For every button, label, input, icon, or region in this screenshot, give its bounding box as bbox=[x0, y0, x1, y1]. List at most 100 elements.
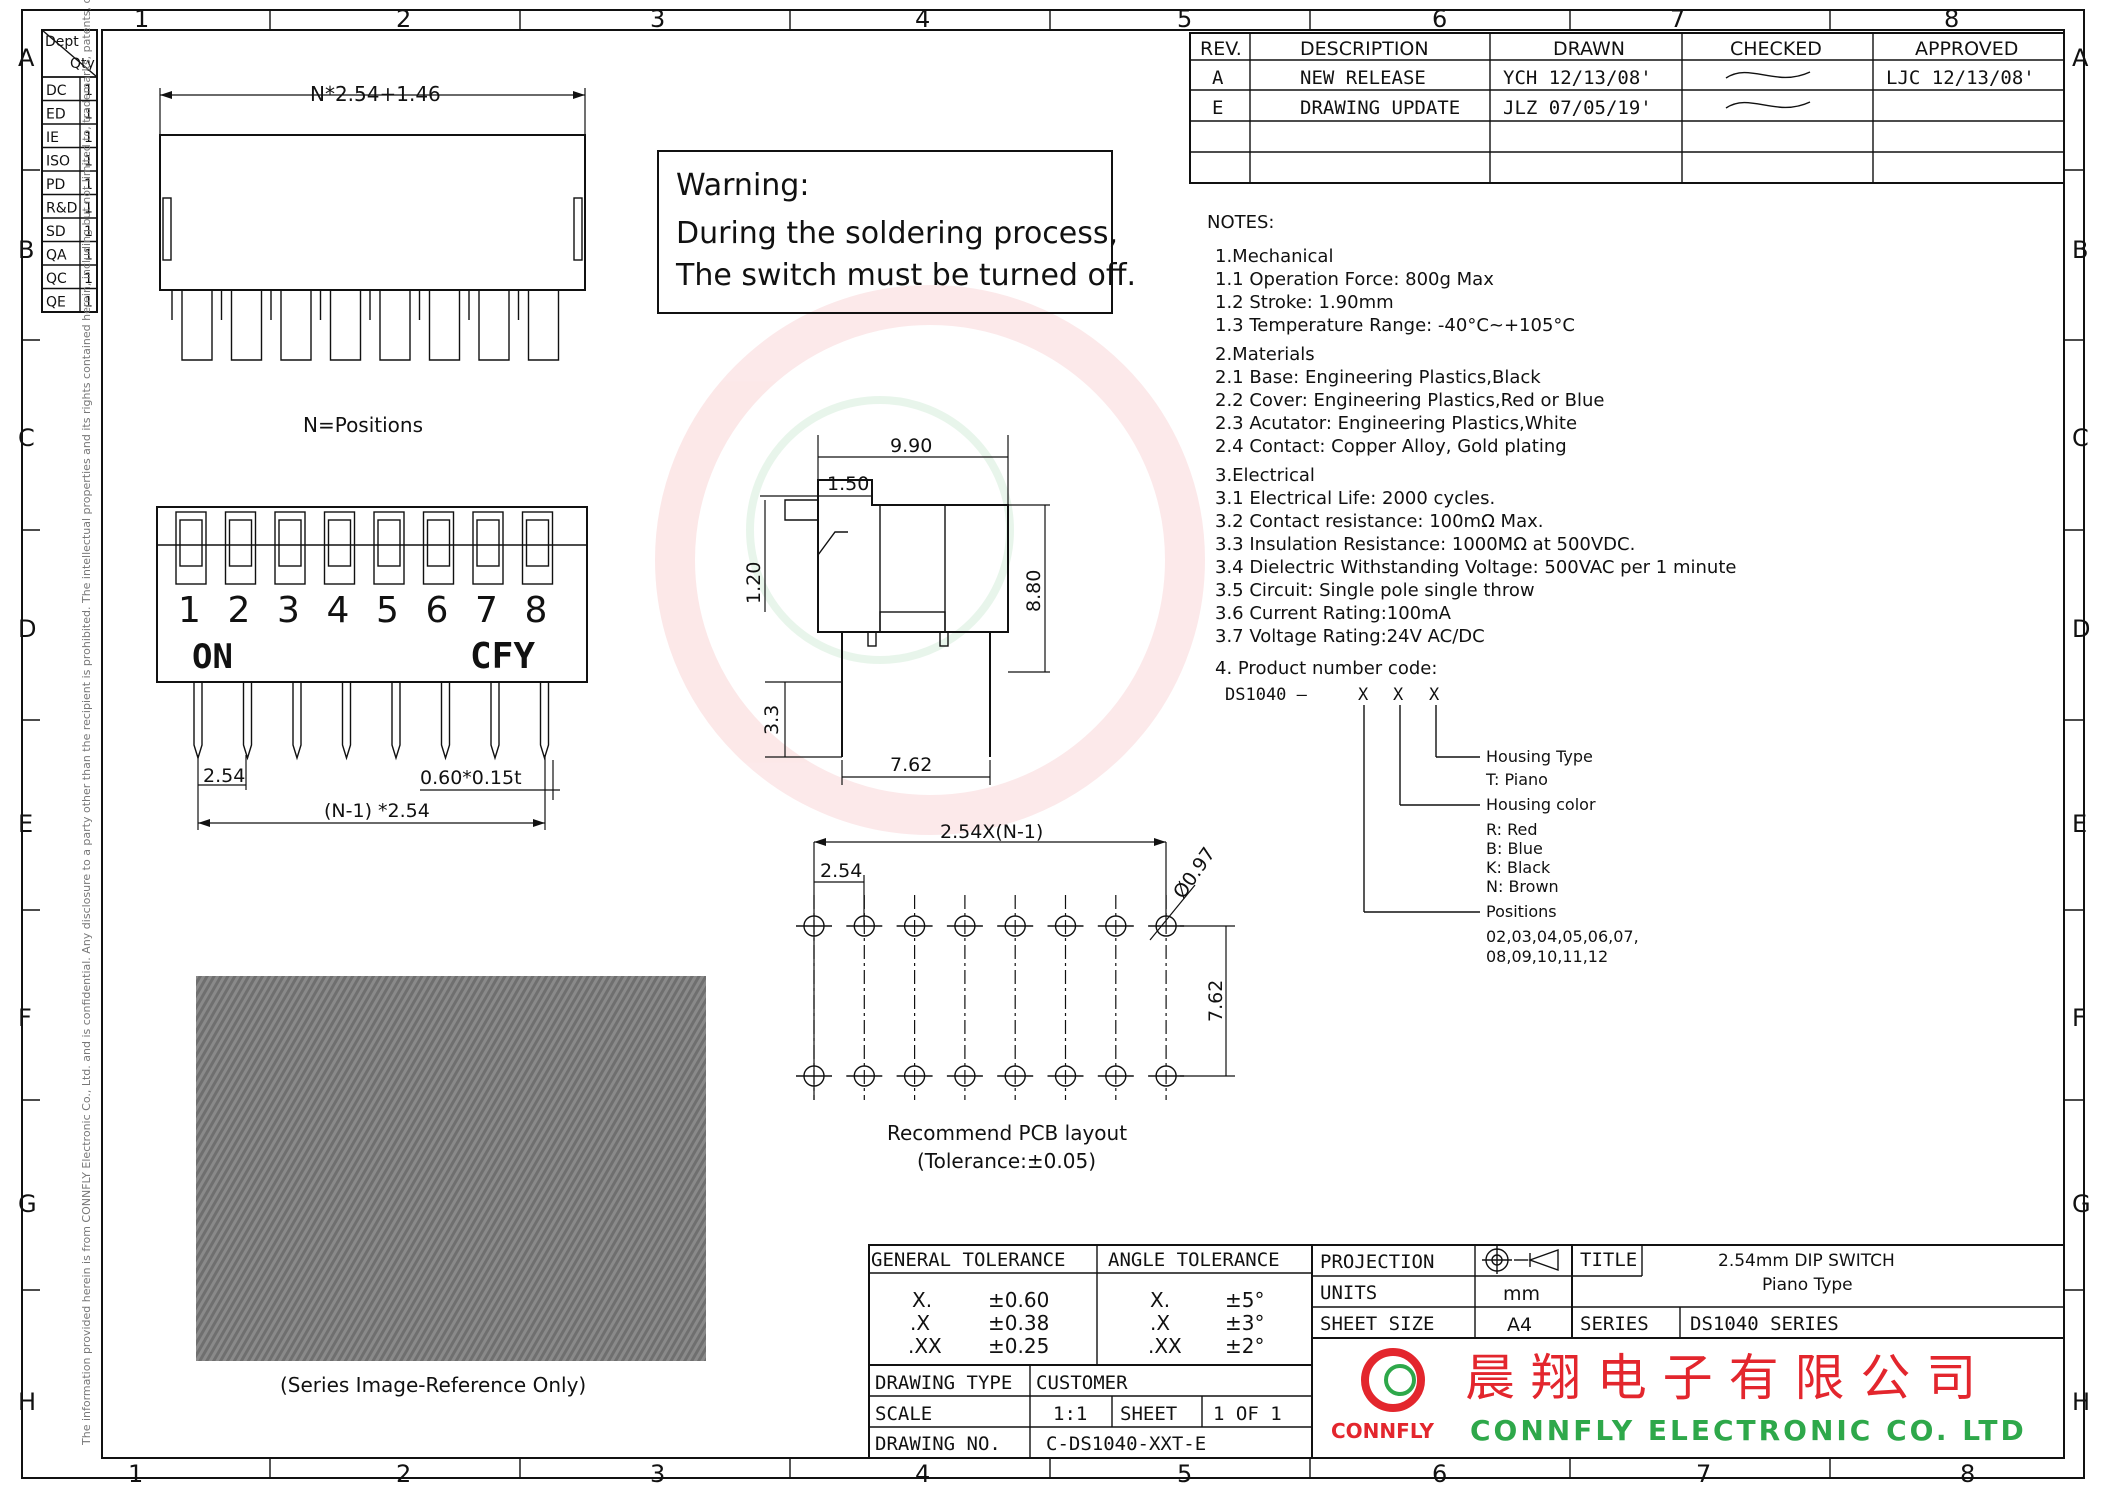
sheet-size-value: A4 bbox=[1507, 1314, 1532, 1336]
product-code-x: X bbox=[1358, 685, 1369, 705]
scale-value: 1:1 bbox=[1053, 1403, 1087, 1425]
row-label: C bbox=[2072, 424, 2089, 452]
positions-label: Positions bbox=[1486, 902, 1557, 921]
positions-values: 02,03,04,05,06,07, bbox=[1486, 927, 1639, 946]
notes-item: 3.3 Insulation Resistance: 1000MΩ at 500… bbox=[1215, 534, 1635, 555]
row-label: D bbox=[2072, 615, 2090, 643]
dept-cell: DC bbox=[46, 83, 67, 99]
color-option: K: Black bbox=[1486, 858, 1551, 877]
position-number: 8 bbox=[525, 590, 548, 631]
color-option: N: Brown bbox=[1486, 877, 1559, 896]
actuator-key bbox=[422, 511, 455, 585]
warning-line-2: The switch must be turned off. bbox=[675, 258, 1136, 293]
col-label: 6 bbox=[1432, 5, 1447, 33]
outer-border bbox=[21, 9, 2085, 1479]
rev-cell: A bbox=[1212, 67, 1224, 89]
drawing-type-label: DRAWING TYPE bbox=[875, 1372, 1012, 1394]
ang-tol-value: ±2° bbox=[1225, 1334, 1264, 1358]
company-name-cn: 晨 翔 电 子 有 限 公 司 bbox=[1465, 1349, 1976, 1407]
photo-caption: (Series Image-Reference Only) bbox=[280, 1373, 586, 1397]
row-label: B bbox=[2072, 236, 2088, 264]
dept-cell: ISO bbox=[46, 154, 70, 170]
row-label: G bbox=[2072, 1190, 2091, 1218]
on-label: ON bbox=[192, 637, 233, 677]
customer-label: CUSTOMER bbox=[1036, 1372, 1128, 1394]
position-number: 1 bbox=[178, 590, 201, 631]
description-cell: DRAWING UPDATE bbox=[1300, 97, 1460, 119]
col-label: 3 bbox=[650, 5, 665, 33]
projection-label: PROJECTION bbox=[1320, 1251, 1434, 1273]
company-logo: CONNFLY bbox=[1331, 1348, 1434, 1443]
drawn-cell: YCH 12/13/08' bbox=[1503, 67, 1652, 89]
dept-cell: R&D bbox=[46, 201, 77, 217]
qty-cell: 1 bbox=[84, 271, 93, 287]
housing-type-label: Housing Type bbox=[1486, 747, 1593, 766]
side-view: 9.90 1.50 1.20 8.80 3.3 7.62 bbox=[743, 435, 1050, 785]
approved-cell: LJC 12/13/08' bbox=[1886, 67, 2035, 89]
gen-tol-value: ±0.25 bbox=[988, 1334, 1049, 1358]
ang-tol-key: .X bbox=[1150, 1311, 1170, 1335]
dept-cell: QA bbox=[46, 248, 67, 264]
side-actuator-label: 1.20 bbox=[743, 562, 765, 604]
position-number: 5 bbox=[376, 590, 399, 631]
rev-cell: E bbox=[1212, 97, 1223, 119]
title-line-1: 2.54mm DIP SWITCH bbox=[1718, 1251, 1895, 1271]
notes-item: 2.4 Contact: Copper Alloy, Gold plating bbox=[1215, 436, 1567, 457]
notes-item: 2.3 Acutator: Engineering Plastics,White bbox=[1215, 413, 1577, 434]
housing-color-label: Housing color bbox=[1486, 795, 1596, 814]
series-photo bbox=[196, 976, 706, 1361]
product-code-x: X bbox=[1393, 685, 1404, 705]
gen-tol-value: ±0.60 bbox=[988, 1288, 1049, 1312]
dept-cell: IE bbox=[46, 130, 59, 146]
units-value: mm bbox=[1503, 1283, 1540, 1305]
warning-box: Warning: During the soldering process, T… bbox=[657, 150, 1136, 314]
side-row-pitch-label: 7.62 bbox=[890, 754, 932, 776]
position-number: 6 bbox=[426, 590, 449, 631]
dept-header: Dept bbox=[45, 34, 79, 50]
top-width-label: N*2.54+1.46 bbox=[310, 82, 441, 106]
qty-cell: 1 bbox=[84, 248, 93, 264]
row-label: A bbox=[18, 44, 35, 72]
ang-tol-key: .XX bbox=[1148, 1334, 1182, 1358]
notes-item: 1.2 Stroke: 1.90mm bbox=[1215, 292, 1394, 313]
color-option: B: Blue bbox=[1486, 839, 1543, 858]
top-key bbox=[379, 290, 411, 361]
top-key bbox=[230, 290, 263, 361]
series-value: DS1040 SERIES bbox=[1690, 1313, 1839, 1335]
col-label: 1 bbox=[128, 1460, 143, 1488]
grid-columns: 1 2 3 4 5 6 7 8 1 2 3 4 5 6 7 8 bbox=[128, 5, 1975, 1488]
product-code-x: X bbox=[1429, 685, 1440, 705]
ang-tol-value: ±3° bbox=[1225, 1311, 1264, 1335]
side-height-label: 8.80 bbox=[1023, 570, 1045, 612]
pin bbox=[490, 682, 500, 761]
pcb-pitch-label: 2.54 bbox=[820, 860, 862, 882]
notes-item: 3.4 Dielectric Withstanding Voltage: 500… bbox=[1215, 557, 1736, 578]
product-code-title: 4. Product number code: bbox=[1215, 658, 1437, 679]
col-label: 2 bbox=[396, 5, 411, 33]
notes-section-title: 1.Mechanical bbox=[1215, 246, 1333, 267]
actuator-key bbox=[472, 511, 504, 585]
approved-header: APPROVED bbox=[1915, 38, 2018, 60]
top-key bbox=[478, 290, 510, 361]
row-label: C bbox=[18, 424, 35, 452]
positions-values: 08,09,10,11,12 bbox=[1486, 947, 1608, 966]
pin bbox=[242, 682, 253, 761]
notes-item: 3.2 Contact resistance: 100mΩ Max. bbox=[1215, 511, 1544, 532]
top-key bbox=[527, 290, 560, 361]
notes-item: 3.7 Voltage Rating:24V AC/DC bbox=[1215, 626, 1485, 647]
col-label: 7 bbox=[1670, 5, 1685, 33]
notes-item: 2.1 Base: Engineering Plastics,Black bbox=[1215, 367, 1541, 388]
top-key bbox=[329, 290, 362, 361]
sheet-label: SHEET bbox=[1120, 1403, 1177, 1425]
pin bbox=[193, 682, 203, 761]
notes-header: NOTES: bbox=[1207, 212, 1275, 233]
side-pin-length-label: 3.3 bbox=[761, 705, 783, 735]
actuator-key bbox=[175, 511, 207, 585]
row-label: E bbox=[18, 810, 33, 838]
col-label: 4 bbox=[915, 5, 930, 33]
company-name-en: CONNFLY ELECTRONIC CO. LTD bbox=[1470, 1414, 2027, 1447]
actuator-key bbox=[323, 511, 356, 585]
actuator-key bbox=[224, 511, 257, 585]
